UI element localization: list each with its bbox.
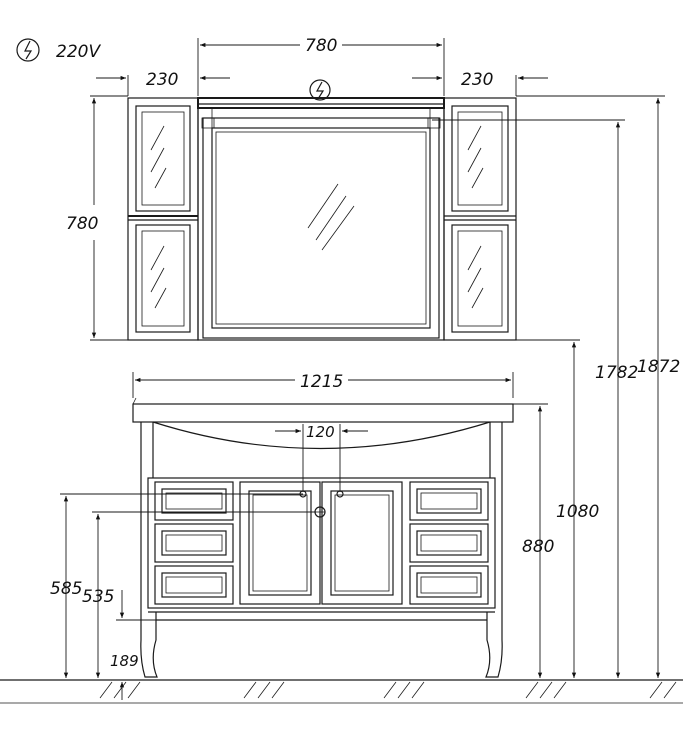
dim-height-1782: 1782 [595,363,638,383]
vanity-unit [132,397,514,678]
dim-height-1080: 1080 [556,502,599,522]
glass-hatch [150,125,484,309]
lamp-socket-icon [309,79,331,101]
dim-height-535: 535 [82,587,114,607]
power-socket-icon [16,38,40,62]
dim-height-880: 880 [522,537,554,557]
dim-left-cabinet-width: 230 [146,70,178,90]
dim-sink-width: 1215 [300,372,343,392]
dim-height-189: 189 [110,652,139,670]
dim-mirror-width: 780 [305,36,337,56]
dim-faucet-spacing: 120 [306,423,335,441]
dim-right-cabinet-width: 230 [461,70,493,90]
floor-line [0,679,683,704]
mirror-cabinet [127,79,517,341]
dim-mirror-height: 780 [66,214,98,234]
dim-height-585: 585 [50,579,82,599]
dim-height-1872: 1872 [637,357,680,377]
dimension-lines [60,38,665,700]
voltage-label: 220V [56,42,101,62]
